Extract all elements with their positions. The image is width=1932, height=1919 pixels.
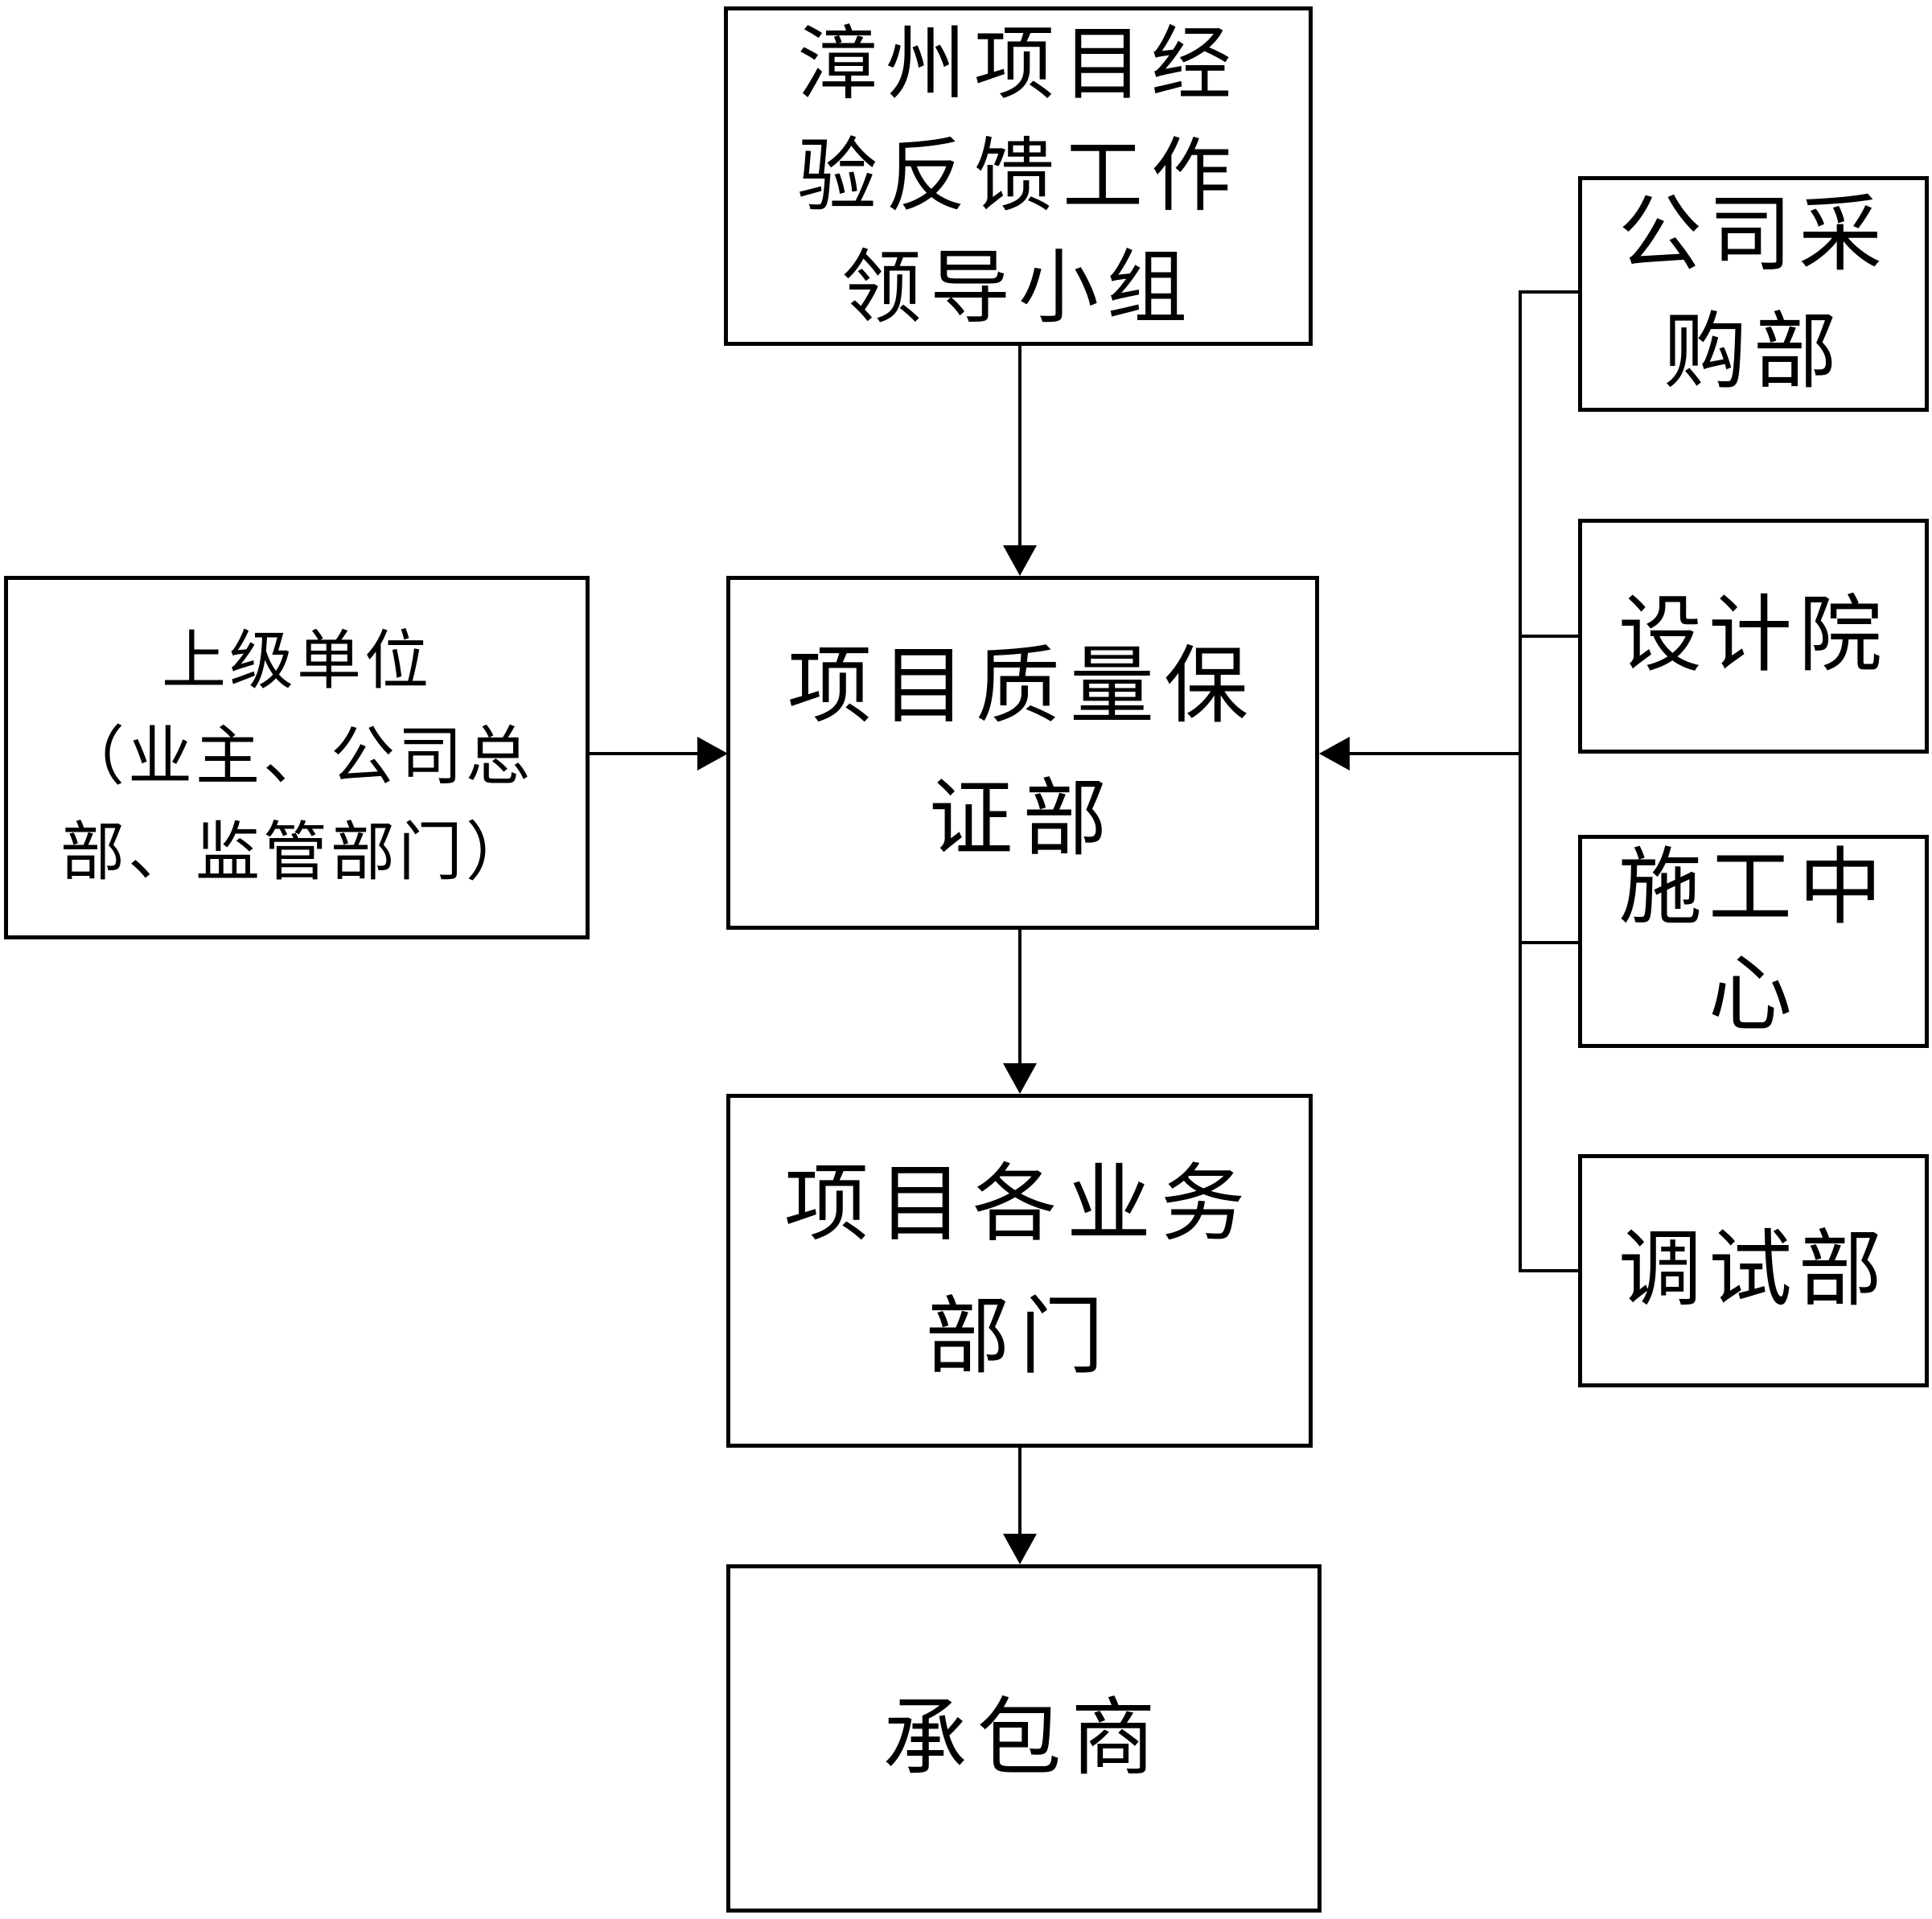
edge-superior-to-quality	[590, 737, 728, 770]
node-label-line: 上级单位	[162, 626, 432, 697]
node-label-line: （业主、公司总	[60, 721, 533, 793]
node-label-line: 部门	[925, 1290, 1114, 1384]
node-label-line: 验反馈工作	[797, 131, 1239, 221]
node-quality-assurance-dept: 项目质量保 证部	[726, 576, 1319, 930]
node-label-line: 调试部	[1618, 1224, 1889, 1317]
node-label-line: 项目质量保	[787, 639, 1258, 733]
node-commissioning-dept: 调试部	[1578, 1154, 1929, 1387]
edge-quality-to-business	[1003, 930, 1037, 1094]
node-label-line: 部、监管部门）	[60, 817, 533, 889]
edge-bracket-to-quality	[1319, 737, 1520, 770]
edge-leading-to-quality	[1003, 346, 1037, 576]
node-construction-center: 施工中 心	[1578, 835, 1929, 1048]
node-superior-unit: 上级单位 （业主、公司总 部、监管部门）	[4, 576, 590, 939]
node-contractor: 承包商	[726, 1564, 1322, 1913]
edge-business-to-contractor	[1003, 1448, 1037, 1564]
node-label-line: 项目各业务	[783, 1157, 1255, 1251]
node-business-depts: 项目各业务 部门	[726, 1094, 1313, 1448]
node-label-line: 施工中	[1618, 841, 1889, 935]
node-design-institute: 设计院	[1578, 519, 1929, 754]
node-label-line: 领导小组	[841, 243, 1195, 333]
node-label-line: 承包商	[882, 1691, 1165, 1785]
node-label-line: 漳州项目经	[797, 19, 1239, 109]
node-label-line: 证部	[928, 772, 1117, 866]
node-label-line: 购部	[1663, 306, 1844, 399]
node-leading-group: 漳州项目经 验反馈工作 领导小组	[724, 6, 1313, 346]
node-label-line: 设计院	[1618, 590, 1889, 682]
node-label-line: 公司采	[1618, 188, 1889, 281]
node-label-line: 心	[1708, 948, 1798, 1042]
node-procurement-dept: 公司采 购部	[1578, 176, 1929, 412]
